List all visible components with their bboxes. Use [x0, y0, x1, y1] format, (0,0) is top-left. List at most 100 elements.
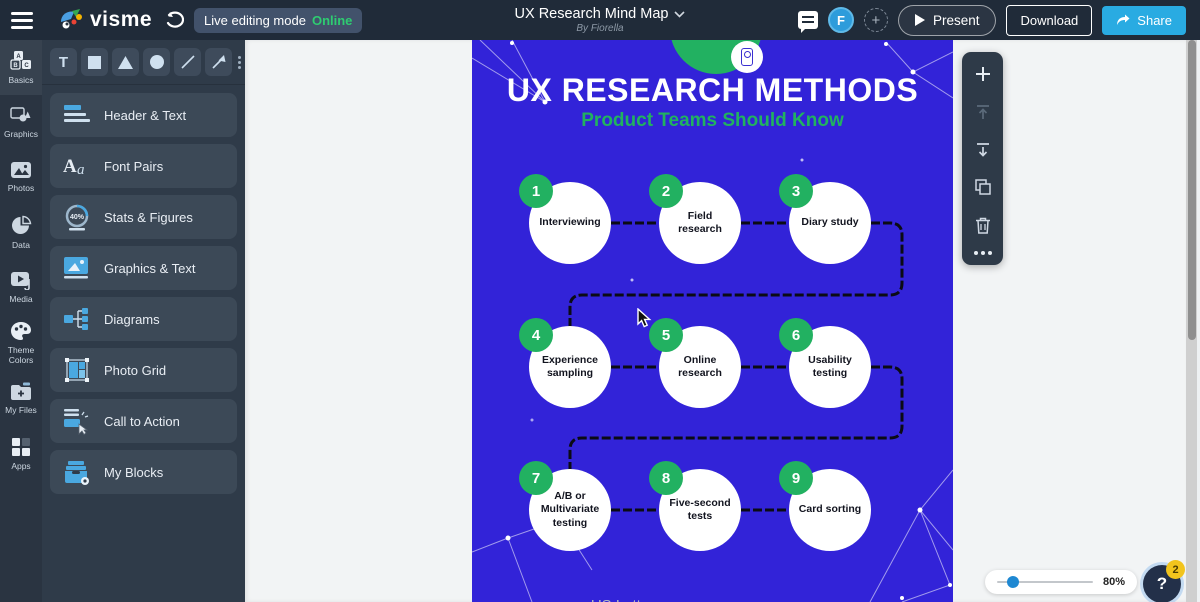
move-down-button[interactable] [971, 138, 995, 162]
sidebar-item-graphics[interactable]: Graphics [0, 95, 42, 150]
node-number-badge: 1 [519, 174, 553, 208]
add-collaborator-button[interactable]: + [863, 8, 888, 32]
svg-text:B: B [13, 63, 18, 69]
square-tool-button[interactable] [81, 48, 108, 76]
triangle-tool-button[interactable] [112, 48, 139, 76]
circle-tool-button[interactable] [143, 48, 170, 76]
vertical-scrollbar[interactable] [1186, 40, 1197, 602]
scrollbar-thumb[interactable] [1187, 40, 1196, 340]
avatar[interactable]: F [827, 7, 854, 33]
my-files-folder-icon [11, 382, 31, 401]
undo-button[interactable] [164, 11, 185, 29]
add-element-button[interactable] [971, 62, 995, 86]
hamburger-menu-icon[interactable] [0, 0, 44, 40]
mind-map-poster[interactable]: UX RESEARCH METHODS Product Teams Should… [472, 40, 953, 602]
panel-item-stats-figures[interactable]: 40% Stats & Figures [50, 195, 237, 239]
graphics-shapes-icon [10, 107, 31, 122]
node-label: Field research [678, 209, 722, 235]
line-icon [180, 55, 195, 69]
comments-icon[interactable] [797, 11, 818, 33]
live-editing-badge[interactable]: Live editing mode Online [194, 7, 363, 33]
node-label: Online research [678, 353, 722, 379]
plus-icon [975, 67, 990, 81]
panel-item-header-text[interactable]: Header & Text [50, 93, 237, 137]
visme-logo[interactable]: visme [58, 8, 152, 32]
basics-blocks-icon: A B C [10, 51, 31, 71]
node-label: Card sorting [798, 503, 862, 516]
poster-title[interactable]: UX RESEARCH METHODS [506, 72, 919, 108]
text-tool-button[interactable]: T [50, 48, 77, 76]
panel-item-call-to-action[interactable]: Call to Action [50, 399, 237, 443]
zoom-control: 80% [985, 570, 1137, 594]
line-tool-button[interactable] [174, 48, 201, 76]
sidebar-item-my-files[interactable]: My Files [0, 371, 42, 426]
undo-icon [166, 11, 185, 28]
sidebar-item-photos[interactable]: Photos [0, 150, 42, 205]
delete-button[interactable] [971, 213, 995, 237]
poster-phone-badge [731, 41, 763, 73]
more-tools-button[interactable] [238, 55, 241, 69]
share-button[interactable]: Share [1102, 5, 1186, 35]
visme-logo-icon [60, 9, 82, 29]
node-label: Usability testing [808, 353, 852, 379]
node-label: Five-second tests [669, 496, 731, 522]
zoom-slider[interactable] [997, 576, 1093, 588]
more-actions-button[interactable] [973, 250, 992, 255]
poster-subtitle[interactable]: Product Teams Should Know [581, 110, 844, 131]
sidebar-item-basics[interactable]: A B C Basics [0, 40, 42, 95]
apps-grid-icon [12, 437, 30, 456]
panel-item-graphics-text[interactable]: Graphics & Text [50, 246, 237, 290]
node-number-badge: 4 [519, 318, 553, 352]
play-icon [914, 14, 925, 26]
panel-item-photo-grid[interactable]: Photo Grid [50, 348, 237, 392]
stats-figures-icon: 40% [60, 202, 94, 232]
node-number-badge: 3 [779, 174, 813, 208]
chevron-down-icon [674, 10, 686, 18]
help-notification-badge: 2 [1166, 560, 1185, 579]
panel-item-my-blocks[interactable]: My Blocks [50, 450, 237, 494]
svg-text:C: C [24, 63, 29, 69]
data-pie-icon [11, 215, 31, 234]
move-up-button[interactable] [971, 100, 995, 124]
arrow-tool-button[interactable] [205, 48, 232, 76]
live-editing-label: Live editing mode [204, 12, 306, 28]
square-icon [88, 55, 101, 69]
svg-text:A: A [63, 156, 77, 177]
sidebar-item-media[interactable]: Media [0, 260, 42, 315]
arrow-up-from-line-icon [976, 104, 989, 119]
zoom-slider-thumb[interactable] [1007, 576, 1019, 588]
share-arrow-icon [1117, 14, 1130, 25]
arrow-icon [211, 55, 225, 69]
graphics-text-icon [60, 253, 94, 283]
photos-icon [11, 162, 31, 179]
theme-colors-palette-icon [11, 322, 31, 340]
panel-item-diagrams[interactable]: Diagrams [50, 297, 237, 341]
page-size-label: US Letter [545, 597, 700, 602]
visme-logo-text: visme [90, 8, 153, 31]
my-blocks-icon [60, 457, 94, 487]
download-button[interactable]: Download [1006, 4, 1093, 36]
circle-icon [149, 55, 164, 69]
sidebar-item-apps[interactable]: Apps [0, 426, 42, 481]
document-title[interactable]: UX Research Mind Map [515, 6, 686, 22]
svg-text:40%: 40% [70, 214, 85, 221]
duplicate-button[interactable] [971, 175, 995, 199]
present-button[interactable]: Present [897, 4, 997, 36]
node-number-badge: 8 [649, 461, 683, 495]
left-sidebar: A B C Basics Graphics Photos [0, 40, 42, 602]
sidebar-item-data[interactable]: Data [0, 205, 42, 260]
sidebar-item-theme-colors[interactable]: Theme Colors [0, 315, 42, 371]
